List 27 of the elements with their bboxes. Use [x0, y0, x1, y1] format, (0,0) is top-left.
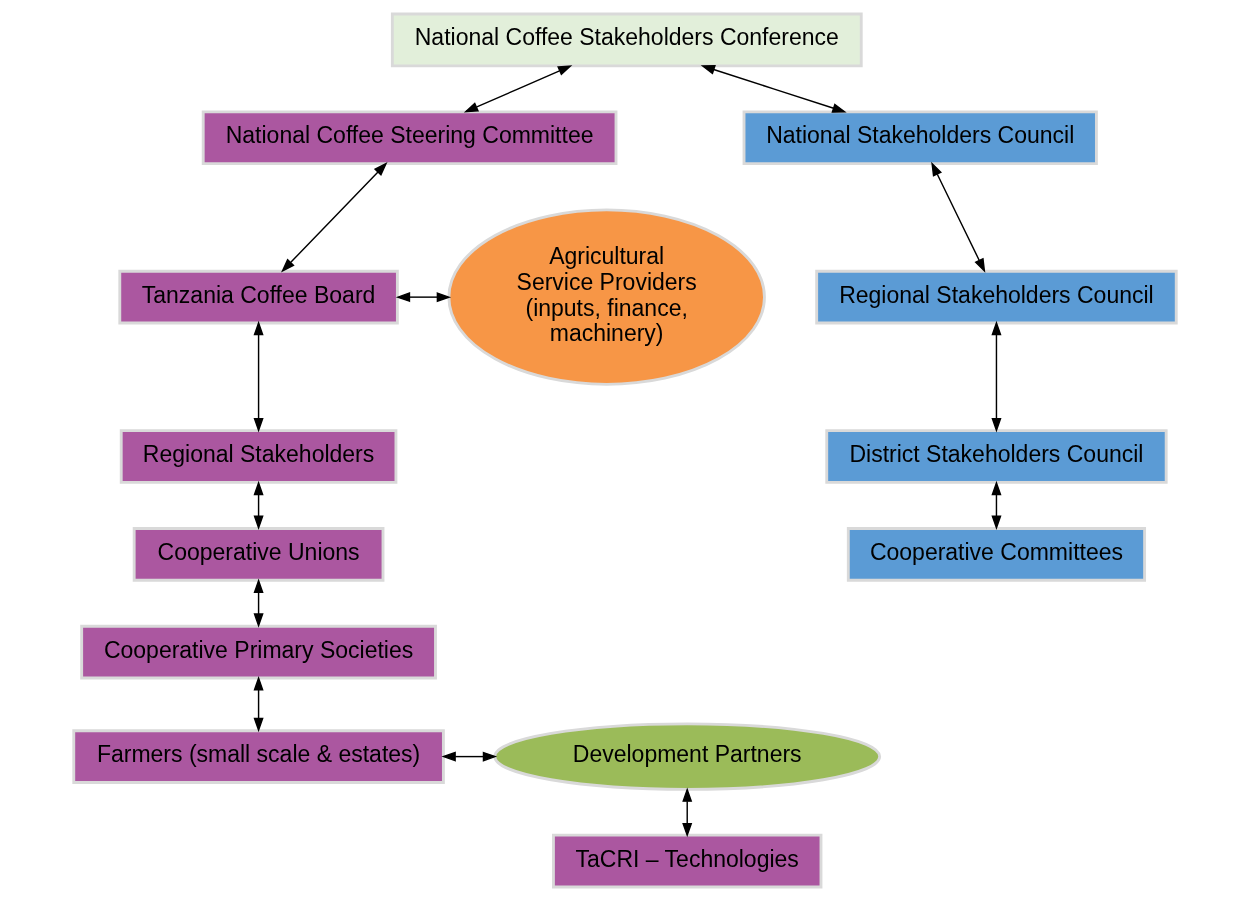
arrow [991, 320, 1002, 433]
node-box: Regional Stakeholders [119, 429, 398, 484]
node-box: Cooperative Unions [132, 527, 385, 582]
arrow [253, 578, 264, 628]
arrow [253, 480, 264, 530]
arrow [463, 65, 573, 113]
arrow [281, 162, 388, 273]
node-box: Cooperative Committees [846, 527, 1147, 582]
node-ellipse: Agricultural Service Providers (inputs, finance, machinery) [447, 208, 766, 386]
arrow [931, 161, 986, 273]
node-box: Regional Stakeholders Council [815, 269, 1178, 325]
arrow [700, 64, 847, 113]
node-box: District Stakeholders Council [825, 429, 1168, 484]
node-box: TaCRI – Technologies [552, 833, 823, 889]
node-ellipse: Development Partners [493, 722, 882, 791]
node-box: Tanzania Coffee Board [118, 269, 399, 325]
arrow [395, 292, 452, 303]
node-box: Cooperative Primary Societies [80, 624, 437, 680]
node-box: Farmers (small scale & estates) [72, 729, 445, 784]
node-box: National Stakeholders Council [742, 110, 1098, 166]
arrow [253, 320, 264, 433]
arrow [253, 676, 264, 733]
arrow [682, 787, 693, 838]
arrow [441, 751, 498, 762]
arrow [991, 480, 1002, 530]
node-box: National Coffee Stakeholders Conference [390, 12, 863, 68]
node-box: National Coffee Steering Committee [201, 110, 618, 166]
